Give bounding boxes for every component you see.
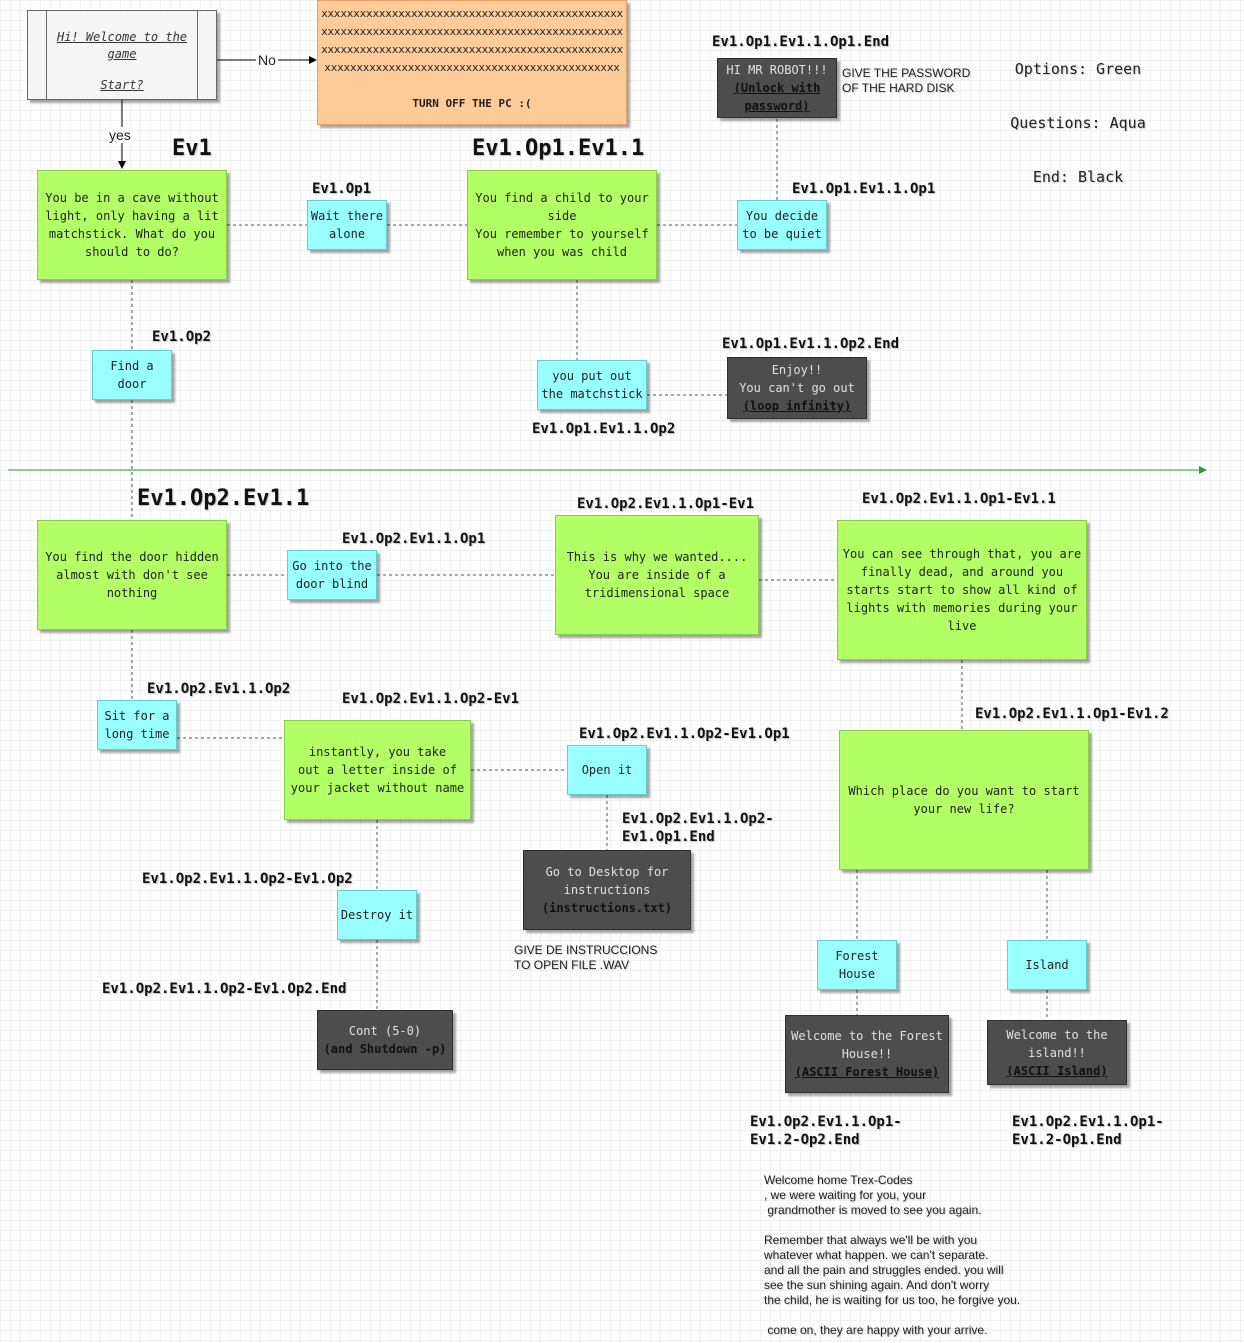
label-ev1-op2-ev1-1: Ev1.Op2.Ev1.1 — [137, 486, 310, 511]
label-ev1-op1-ev1-1-op1: Ev1.Op1.Ev1.1.Op1 — [792, 181, 936, 197]
robot-text: HI MR ROBOT!!! — [726, 63, 828, 77]
welcome-forest-text: Welcome to the Forest House!! — [791, 1029, 943, 1061]
edge-label-yes: yes — [107, 127, 133, 143]
turn-off-x-line: xxxxxxxxxxxxxxxxxxxxxxxxxxxxxxxxxxxxxxxx… — [321, 43, 623, 56]
child-text: You find a child to your side You rememb… — [475, 191, 649, 259]
destroy-text: Destroy it — [340, 908, 414, 922]
welcome-forest-end-node[interactable]: Welcome to the Forest House!! (ASCII For… — [785, 1015, 949, 1093]
enjoy-text: Enjoy!! You can't go out — [739, 363, 855, 395]
label-ev1-op2: Ev1.Op2 — [152, 329, 212, 345]
wait-alone-text: Wait there alone — [310, 209, 384, 241]
legend-end: End: Black — [1032, 168, 1124, 186]
put-out-text: you put out the matchstick — [541, 369, 643, 401]
desktop-action: (instructions.txt) — [541, 901, 673, 915]
label-ev1: Ev1 — [172, 136, 212, 161]
tridimensional-text: This is why we wanted.... You are inside… — [566, 550, 748, 600]
dead-node[interactable]: You can see through that, you are finall… — [837, 520, 1087, 660]
sit-text: Sit for a long time — [104, 709, 170, 741]
turn-off-x-line: xxxxxxxxxxxxxxxxxxxxxxxxxxxxxxxxxxxxxxxx… — [324, 61, 620, 74]
open-it-text: Open it — [581, 763, 633, 777]
label-ev1-op2-ev1-1-op1-ev1: Ev1.Op2.Ev1.1.Op1-Ev1 — [577, 496, 755, 512]
child-node[interactable]: You find a child to your side You rememb… — [467, 170, 657, 280]
cave-node[interactable]: You be in a cave without light, only hav… — [37, 170, 227, 280]
door-hidden-node[interactable]: You find the door hidden almost with don… — [37, 520, 227, 630]
start-welcome-text: Hi! Welcome to the game — [56, 30, 188, 61]
door-hidden-text: You find the door hidden almost with don… — [45, 550, 219, 600]
legend: Options: Green Questions: Aqua End: Blac… — [1008, 24, 1148, 204]
cont-text: Cont (5-0) — [348, 1024, 422, 1038]
find-door-text: Find a door — [110, 359, 154, 391]
label-ev1-op2-ev1-1-op2-ev1-op1-end: Ev1.Op2.Ev1.1.Op2- Ev1.Op1.End — [622, 811, 774, 845]
cont-end-node[interactable]: Cont (5-0) (and Shutdown -p) — [317, 1010, 453, 1070]
island-node[interactable]: Island — [1007, 940, 1087, 990]
welcome-island-action: (ASCII Island) — [1006, 1063, 1108, 1078]
final-letter-note: Welcome home Trex-Codes , we were waitin… — [764, 1173, 1021, 1337]
put-out-node[interactable]: you put out the matchstick — [537, 360, 647, 410]
forest-house-text: Forest House — [835, 949, 879, 981]
cont-action: (and Shutdown -p) — [323, 1042, 447, 1056]
label-ev1-op2-ev1-1-op2: Ev1.Op2.Ev1.1.Op2 — [147, 681, 291, 697]
enjoy-end-node[interactable]: Enjoy!! You can't go out (loop infinity) — [727, 357, 867, 419]
robot-end-node[interactable]: HI MR ROBOT!!! (Unlock with password) — [717, 58, 837, 118]
label-ev1-op1-ev1-1-op1-end: Ev1.Op1.Ev1.1.Op1.End — [712, 34, 890, 50]
wav-note: GIVE DE INSTRUCCIONS TO OPEN FILE .WAV — [514, 943, 658, 972]
find-door-node[interactable]: Find a door — [92, 350, 172, 400]
label-ev1-op2-ev1-1-op2-ev1-op1: Ev1.Op2.Ev1.1.Op2-Ev1.Op1 — [579, 726, 790, 742]
label-ev1-op2-ev1-1-op1: Ev1.Op2.Ev1.1.Op1 — [342, 531, 486, 547]
turn-off-x-line: xxxxxxxxxxxxxxxxxxxxxxxxxxxxxxxxxxxxxxxx… — [321, 7, 623, 20]
welcome-island-text: Welcome to the island!! — [1006, 1027, 1108, 1060]
start-question-text: Start? — [100, 78, 144, 92]
desktop-end-node[interactable]: Go to Desktop for instructions (instruct… — [523, 850, 691, 930]
cave-text: You be in a cave without light, only hav… — [45, 191, 219, 259]
legend-options: Options: Green — [1014, 60, 1142, 78]
destroy-node[interactable]: Destroy it — [337, 890, 417, 940]
tridimensional-node[interactable]: This is why we wanted.... You are inside… — [555, 515, 759, 635]
quiet-text: You decide to be quiet — [742, 209, 822, 241]
label-ev1-op2-ev1-1-op1-ev1-2: Ev1.Op2.Ev1.1.Op1-Ev1.2 — [975, 706, 1169, 722]
which-place-node[interactable]: Which place do you want to start your ne… — [839, 730, 1089, 870]
door-blind-node[interactable]: Go into the door blind — [287, 550, 377, 600]
dead-text: You can see through that, you are finall… — [842, 547, 1082, 633]
welcome-forest-action: (ASCII Forest House) — [794, 1065, 940, 1079]
forest-house-node[interactable]: Forest House — [817, 940, 897, 990]
turn-off-x-line: xxxxxxxxxxxxxxxxxxxxxxxxxxxxxxxxxxxxxxxx… — [321, 25, 623, 38]
label-ev1-op2-ev1-1-op2-ev1: Ev1.Op2.Ev1.1.Op2-Ev1 — [342, 691, 520, 707]
letter-node[interactable]: instantly, you take out a letter inside … — [284, 720, 471, 820]
edge-label-no: No — [256, 52, 278, 68]
label-ev1-op2-ev1-1-op1-ev1-1: Ev1.Op2.Ev1.1.Op1-Ev1.1 — [862, 491, 1056, 507]
open-it-node[interactable]: Open it — [567, 745, 647, 795]
label-ev1-op1-ev1-1-op2: Ev1.Op1.Ev1.1.Op2 — [532, 421, 676, 437]
legend-questions: Questions: Aqua — [1010, 114, 1146, 132]
welcome-island-end-node[interactable]: Welcome to the island!! (ASCII Island) — [987, 1020, 1127, 1085]
label-ev1-op1: Ev1.Op1 — [312, 181, 372, 197]
enjoy-action: (loop infinity) — [742, 399, 852, 413]
quiet-node[interactable]: You decide to be quiet — [737, 200, 827, 250]
label-ev1-op2-ev1-1-op2-ev1-op2-end: Ev1.Op2.Ev1.1.Op2-Ev1.Op2.End — [102, 981, 347, 997]
label-island-end: Ev1.Op2.Ev1.1.Op1- Ev1.2-Op1.End — [1012, 1114, 1164, 1148]
label-forest-end: Ev1.Op2.Ev1.1.Op1- Ev1.2-Op2.End — [750, 1114, 902, 1148]
label-ev1-op2-ev1-1-op2-ev1-op2: Ev1.Op2.Ev1.1.Op2-Ev1.Op2 — [142, 871, 353, 887]
password-note: GIVE THE PASSWORD OF THE HARD DISK — [842, 66, 971, 95]
label-ev1-op1-ev1-1: Ev1.Op1.Ev1.1 — [472, 136, 645, 161]
sit-node[interactable]: Sit for a long time — [97, 700, 177, 750]
turn-off-node[interactable]: xxxxxxxxxxxxxxxxxxxxxxxxxxxxxxxxxxxxxxxx… — [317, 0, 627, 125]
island-text: Island — [1025, 958, 1069, 972]
letter-text: instantly, you take out a letter inside … — [290, 745, 465, 795]
start-node[interactable]: Hi! Welcome to the game Start? — [27, 10, 217, 100]
wait-alone-node[interactable]: Wait there alone — [307, 200, 387, 250]
robot-action: (Unlock with password) — [733, 81, 821, 113]
which-place-text: Which place do you want to start your ne… — [848, 784, 1080, 816]
door-blind-text: Go into the door blind — [292, 559, 372, 591]
label-ev1-op1-ev1-1-op2-end: Ev1.Op1.Ev1.1.Op2.End — [722, 336, 900, 352]
turn-off-text: TURN OFF THE PC :( — [412, 97, 532, 110]
desktop-text: Go to Desktop for instructions — [545, 865, 669, 897]
